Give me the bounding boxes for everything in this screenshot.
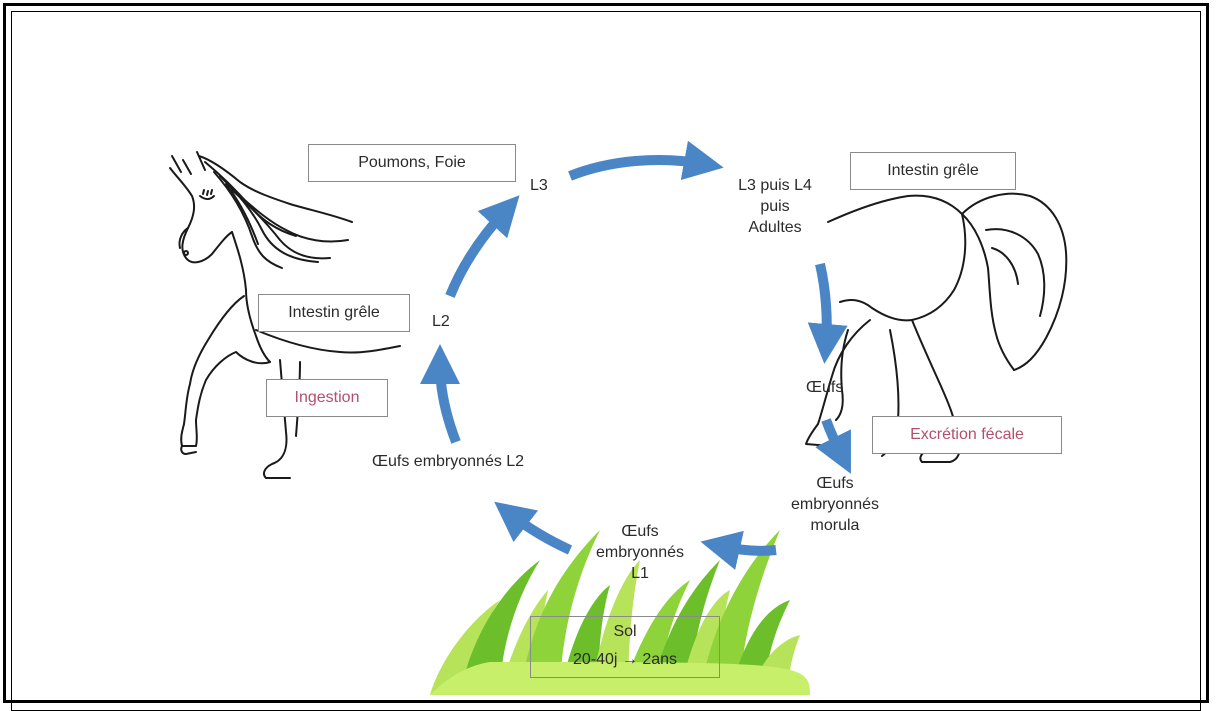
label-l3: L3 [530, 176, 548, 197]
label-l3-l4-adultes-line1: L3 puis L4 [720, 176, 830, 197]
label-l3-l4-adultes: L3 puis L4 puis Adultes [720, 176, 830, 238]
label-oeufs-l2: Œufs embryonnés L2 [372, 452, 524, 473]
box-ingestion: Ingestion [266, 379, 388, 417]
box-poumons-foie: Poumons, Foie [308, 144, 516, 182]
label-oeufs-l1: Œufs embryonnés L1 [578, 522, 702, 584]
diagram-artwork [0, 0, 1216, 695]
cycle-arrow [510, 514, 570, 550]
label-l2: L2 [432, 312, 450, 333]
box-intestin-grele-left: Intestin grêle [258, 294, 410, 332]
label-oeufs: Œufs [806, 378, 843, 399]
label-oeufs-morula-line1: Œufs [772, 474, 898, 495]
label-oeufs-morula: Œufs embryonnés morula [772, 474, 898, 536]
label-oeufs-l1-line1: Œufs [578, 522, 702, 543]
label-oeufs-l1-line3: L1 [578, 564, 702, 585]
life-cycle-diagram: Poumons, Foie Intestin grêle Intestin gr… [0, 0, 1216, 695]
label-oeufs-morula-line3: morula [772, 516, 898, 537]
box-intestin-grele-right: Intestin grêle [850, 152, 1016, 190]
soil-duration: 20-40j → 2ans [530, 646, 720, 674]
label-oeufs-morula-line2: embryonnés [772, 495, 898, 516]
cycle-arrow [440, 364, 456, 442]
label-l3-l4-adultes-line3: Adultes [720, 218, 830, 239]
cycle-arrow [450, 210, 506, 296]
cycle-arrow [820, 264, 827, 344]
cycle-arrow [570, 160, 704, 176]
cycle-arrow [826, 420, 842, 456]
label-oeufs-l1-line2: embryonnés [578, 543, 702, 564]
label-l3-l4-adultes-line2: puis [720, 197, 830, 218]
soil-text: Sol 20-40j → 2ans [530, 618, 720, 674]
soil-title: Sol [530, 618, 720, 646]
box-excretion-fecale: Excrétion fécale [872, 416, 1062, 454]
cycle-arrow [720, 546, 776, 551]
